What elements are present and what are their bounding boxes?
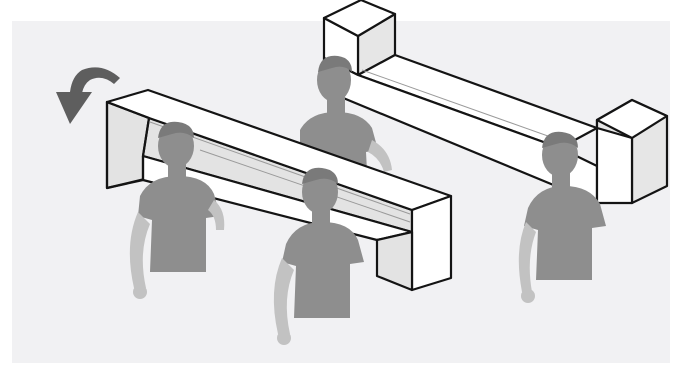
right-beam-end2-top [595, 98, 669, 140]
left-beam-end-inner [375, 230, 414, 292]
person-back-right [518, 131, 606, 303]
person-front-left [129, 121, 225, 299]
left-beam-end-flange [410, 194, 453, 292]
left-beam-start-flange [105, 100, 151, 190]
rotate-arrow-icon [56, 67, 120, 124]
left-beam [105, 88, 453, 292]
right-beam-end-top [322, 0, 397, 38]
right-beam-edge-line [361, 69, 563, 142]
person-front-middle [273, 167, 364, 345]
